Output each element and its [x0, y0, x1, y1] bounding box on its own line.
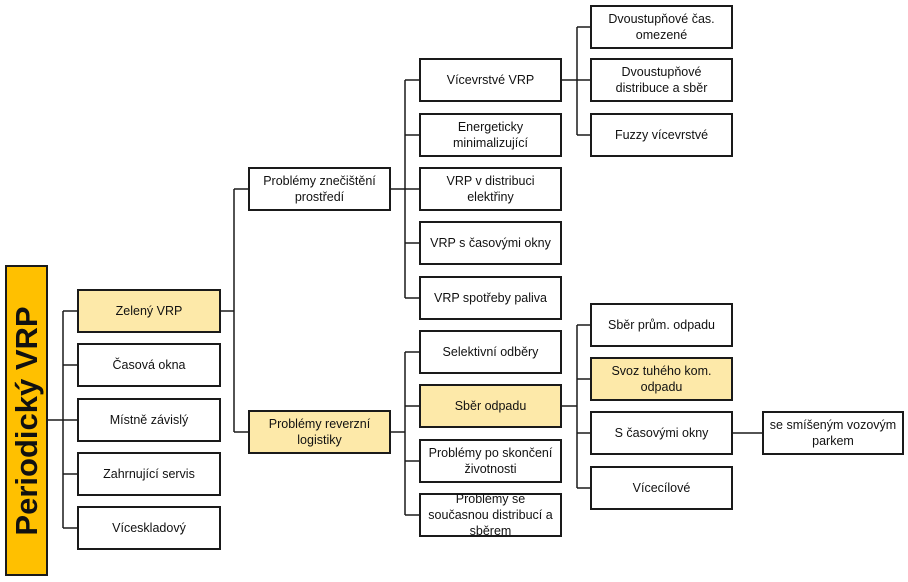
node-two-stage-distribution: Dvoustupňové distribuce a sběr: [590, 58, 733, 102]
node-mixed-fleet: se smíšeným vozovým parkem: [762, 411, 904, 455]
node-electricity-distribution: VRP v distribuci elektřiny: [419, 167, 562, 211]
node-end-of-life: Problémy po skončení životnosti: [419, 439, 562, 483]
node-simultaneous-pickup-delivery: Problémy se současnou distribucí a sběre…: [419, 492, 562, 538]
node-multi-objective: Vícecílové: [590, 466, 733, 510]
node-waste-time-windows: S časovými okny: [590, 411, 733, 455]
node-service-inclusive: Zahrnující servis: [77, 452, 221, 496]
node-environment-problems: Problémy znečištění prostředí: [248, 167, 391, 211]
node-industrial-waste: Sběr prům. odpadu: [590, 303, 733, 347]
node-vrp-time-windows: VRP s časovými okny: [419, 221, 562, 265]
node-multi-depot: Víceskladový: [77, 506, 221, 550]
root-node: Periodický VRP: [5, 265, 48, 576]
node-green-vrp: Zelený VRP: [77, 289, 221, 333]
node-fuel-consumption: VRP spotřeby paliva: [419, 276, 562, 320]
node-time-windows: Časová okna: [77, 343, 221, 387]
node-fuzzy-multilayer: Fuzzy vícevrstvé: [590, 113, 733, 157]
node-two-stage-time: Dvoustupňové čas. omezené: [590, 5, 733, 49]
node-municipal-solid-waste: Svoz tuhého kom. odpadu: [590, 357, 733, 401]
node-reverse-logistics: Problémy reverzní logistiky: [248, 410, 391, 454]
node-energy-minimizing: Energeticky minimalizující: [419, 113, 562, 157]
node-waste-collection: Sběr odpadu: [419, 384, 562, 428]
node-multilayer-vrp: Vícevrstvé VRP: [419, 58, 562, 102]
node-location-dependent: Místně závislý: [77, 398, 221, 442]
root-label: Periodický VRP: [8, 305, 44, 536]
node-selective-pickup: Selektivní odběry: [419, 330, 562, 374]
